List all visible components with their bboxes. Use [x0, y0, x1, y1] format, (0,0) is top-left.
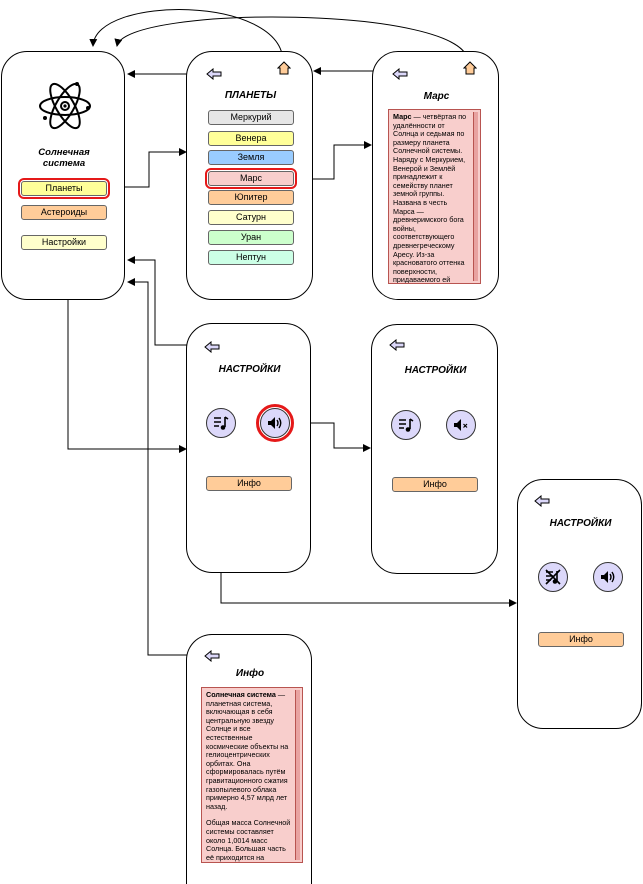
- home-icon[interactable]: [463, 61, 477, 75]
- info-text-panel[interactable]: Солнечная система — планетная система, в…: [201, 687, 303, 863]
- back-arrow-icon[interactable]: [204, 650, 220, 662]
- music-muted-icon: [545, 569, 561, 585]
- planets-title: ПЛАНЕТЫ: [224, 90, 277, 101]
- home-title: Солнечная система: [38, 147, 90, 169]
- settings-screen-2: НАСТРОЙКИ Инфо: [371, 324, 498, 574]
- speaker-muted-icon: [454, 419, 468, 431]
- back-arrow-icon[interactable]: [534, 495, 550, 507]
- sound-button[interactable]: [256, 404, 294, 442]
- planet-button-4[interactable]: Юпитер: [208, 190, 294, 205]
- sound-button[interactable]: [593, 562, 623, 592]
- back-arrow-icon[interactable]: [204, 341, 220, 353]
- planet-button-1[interactable]: Венера: [208, 131, 294, 146]
- mars-text: — четвёртая по удалённости от Солнца и с…: [393, 112, 467, 284]
- planet-button-0[interactable]: Меркурий: [208, 110, 294, 125]
- speaker-icon: [268, 417, 282, 429]
- info-text-bold: Солнечная система: [206, 690, 276, 699]
- mars-screen: Марс Марс — четвёртая по удалённости от …: [372, 51, 499, 300]
- planet-button-6[interactable]: Уран: [208, 230, 294, 245]
- music-button[interactable]: [391, 410, 421, 440]
- info-text-2: Общая масса Солнечной системы составляет…: [206, 818, 291, 862]
- music-note-icon: [399, 418, 414, 432]
- music-button[interactable]: [206, 408, 236, 438]
- settings-title: НАСТРОЙКИ: [218, 364, 281, 375]
- planet-button-7[interactable]: Нептун: [208, 250, 294, 265]
- music-note-icon: [214, 416, 229, 430]
- settings-screen-1: НАСТРОЙКИ Инфо: [186, 323, 311, 573]
- mars-text-bold: Марс: [393, 112, 412, 121]
- sound-muted-button[interactable]: [446, 410, 476, 440]
- settings-screen-3: НАСТРОЙКИ Инфо: [517, 479, 642, 729]
- back-arrow-icon[interactable]: [392, 68, 408, 80]
- info-button[interactable]: Инфо: [392, 477, 478, 492]
- info-title: Инфо: [235, 668, 265, 679]
- home-icon[interactable]: [277, 61, 291, 75]
- back-arrow-icon[interactable]: [206, 68, 222, 80]
- settings-title: НАСТРОЙКИ: [404, 365, 467, 376]
- info-text-1: — планетная система, включающая в себя ц…: [206, 690, 289, 811]
- info-button[interactable]: Инфо: [206, 476, 292, 491]
- back-arrow-icon[interactable]: [389, 339, 405, 351]
- mars-text-panel[interactable]: Марс — четвёртая по удалённости от Солнц…: [388, 109, 481, 284]
- planet-button-2[interactable]: Земля: [208, 150, 294, 165]
- music-muted-button[interactable]: [538, 562, 568, 592]
- asteroids-button[interactable]: Астероиды: [21, 205, 107, 220]
- settings-title: НАСТРОЙКИ: [549, 518, 612, 529]
- atom-icon: [39, 82, 91, 130]
- planets-button[interactable]: Планеты: [18, 178, 110, 199]
- speaker-icon: [601, 571, 615, 583]
- home-screen: Солнечная система Планеты Астероиды Наст…: [1, 51, 125, 300]
- planet-button-3[interactable]: Марс: [205, 168, 297, 189]
- mars-title: Марс: [423, 91, 450, 102]
- settings-button[interactable]: Настройки: [21, 235, 107, 250]
- info-button[interactable]: Инфо: [538, 632, 624, 647]
- info-screen: Инфо Солнечная система — планетная систе…: [186, 634, 312, 884]
- planet-button-5[interactable]: Сатурн: [208, 210, 294, 225]
